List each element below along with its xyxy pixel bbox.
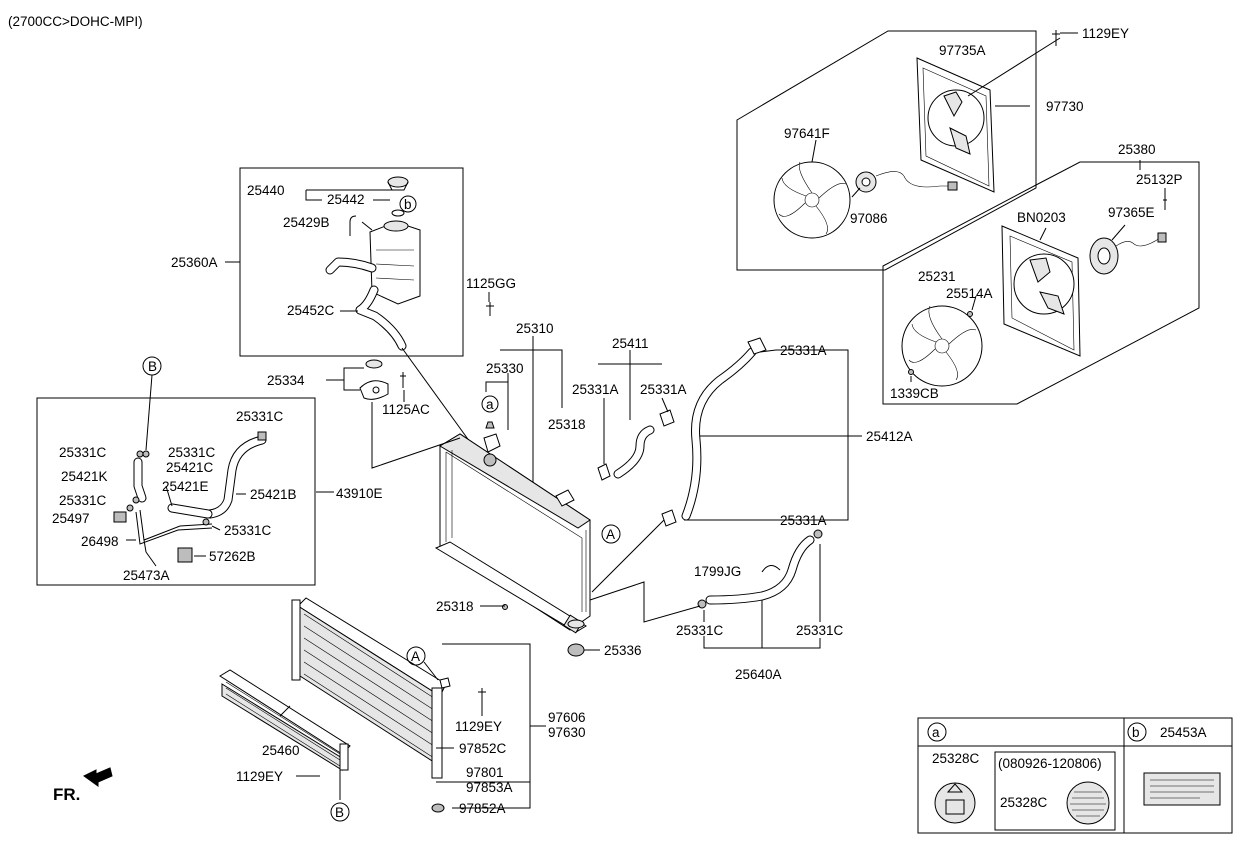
callout-A-radiator: A [606, 527, 615, 542]
part-label-25360A: 25360A [171, 255, 218, 270]
part-label-25331A-mid: 25331A [780, 513, 827, 528]
legend-key-b: b [1132, 725, 1140, 740]
part-label-25473A: 25473A [123, 568, 170, 583]
part-label-25412A: 25412A [866, 429, 913, 444]
part-label-43910E: 43910E [336, 486, 383, 501]
part-label-25331C-6: 25331C [676, 623, 724, 638]
part-label-97606: 97606 [548, 710, 586, 725]
callout-a-radiator: a [486, 397, 494, 412]
part-label-1799JG: 1799JG [694, 564, 741, 579]
part-label-97853A: 97853A [466, 780, 513, 795]
part-label-25331C-1: 25331C [236, 409, 284, 424]
part-label-25497: 25497 [52, 511, 90, 526]
part-label-25331C-2: 25331C [59, 445, 107, 460]
part-label-25421C: 25421C [166, 460, 214, 475]
caution-label-icon [1143, 772, 1221, 806]
part-label-97735A: 97735A [939, 43, 986, 58]
bracket-25334-group [326, 359, 461, 469]
condenser-group [291, 597, 546, 813]
callout-B-cooler-bottom: B [335, 805, 344, 820]
part-label-97852A: 97852A [459, 801, 506, 816]
part-label-26498: 26498 [81, 534, 119, 549]
part-label-25331C-3: 25331C [168, 445, 216, 460]
part-label-25460: 25460 [262, 743, 300, 758]
part-label-97365E: 97365E [1108, 205, 1155, 220]
part-label-1129EY-top: 1129EY [1082, 26, 1129, 41]
part-label-25318-b: 25318 [436, 599, 474, 614]
part-label-25421E: 25421E [162, 479, 209, 494]
front-arrow-icon [83, 767, 113, 787]
part-label-25380: 25380 [1118, 142, 1156, 157]
part-label-25330: 25330 [486, 361, 524, 376]
part-label-97852C: 97852C [459, 741, 507, 756]
part-label-25331C-7: 25331C [796, 623, 844, 638]
part-label-97730: 97730 [1046, 99, 1084, 114]
engine-spec-label: (2700CC>DOHC-MPI) [8, 14, 143, 29]
legend-box: a b 25453A 25328C (080926-120806) 25328C [917, 717, 1233, 834]
front-direction-marker: FR. [53, 767, 113, 804]
warning-sticker-icon [934, 782, 976, 824]
upper-hose-group [597, 337, 862, 527]
reservoir-group [225, 167, 494, 443]
part-label-97086: 97086 [850, 211, 888, 226]
legend-part-25328C-b: 25328C [1000, 795, 1048, 810]
part-label-25442: 25442 [327, 192, 365, 207]
callout-letters: b a B A A B [148, 197, 615, 820]
part-labels: 1129EY 97735A 97730 97641F 97086 25380 2… [52, 26, 1183, 816]
fan-assembly-25380-group [882, 160, 1200, 405]
part-label-25440: 25440 [247, 183, 285, 198]
part-label-25334: 25334 [267, 373, 305, 388]
part-label-25640A: 25640A [735, 667, 782, 682]
part-label-25331A-left: 25331A [572, 382, 619, 397]
radiator-group [434, 336, 600, 657]
fan-assembly-97730-group [736, 30, 1078, 271]
oil-cooler-group [36, 356, 334, 586]
caution-sticker-icon [1066, 781, 1110, 825]
legend-key-a: a [932, 725, 940, 740]
part-label-25514A: 25514A [946, 286, 993, 301]
air-cooler-group [219, 669, 351, 822]
legend-date-range: (080926-120806) [998, 756, 1102, 771]
part-label-57262B: 57262B [209, 549, 256, 564]
callout-B-cooler-top: B [148, 359, 157, 374]
part-label-25452C: 25452C [287, 303, 335, 318]
part-label-25331A-top: 25331A [780, 343, 827, 358]
part-label-25411: 25411 [612, 336, 649, 351]
part-label-25331C-5: 25331C [224, 523, 272, 538]
part-label-25429B: 25429B [283, 215, 330, 230]
part-label-97801: 97801 [466, 765, 504, 780]
part-label-1125GG: 1125GG [466, 276, 516, 291]
front-label: FR. [53, 785, 80, 804]
legend-part-25453A: 25453A [1160, 725, 1207, 740]
part-label-1125AC: 1125AC [382, 402, 430, 417]
part-label-25421B: 25421B [250, 487, 297, 502]
part-label-1129EY-mid: 1129EY [455, 719, 502, 734]
callout-A-condenser: A [411, 649, 420, 664]
part-label-BN0203: BN0203 [1017, 210, 1066, 225]
callout-b-reservoir: b [404, 197, 412, 212]
part-label-25336: 25336 [604, 643, 642, 658]
part-label-25132P: 25132P [1136, 172, 1183, 187]
part-label-1339CB: 1339CB [890, 386, 939, 401]
part-label-25421K: 25421K [61, 469, 108, 484]
legend-part-25328C-a: 25328C [932, 751, 980, 766]
part-label-97630: 97630 [548, 725, 586, 740]
lower-hose-group [589, 519, 823, 649]
part-label-25331A-right: 25331A [640, 382, 687, 397]
part-label-25318-a: 25318 [548, 417, 586, 432]
part-label-97641F: 97641F [784, 126, 830, 141]
part-label-25331C-4: 25331C [59, 493, 107, 508]
part-label-25310: 25310 [516, 321, 554, 336]
part-label-1129EY-bot: 1129EY [236, 769, 283, 784]
part-label-25231: 25231 [918, 269, 956, 284]
